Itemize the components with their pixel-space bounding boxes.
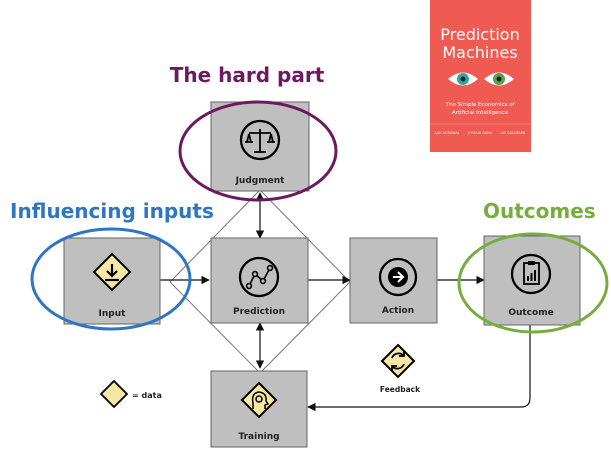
hard-part-heading: The hard part [170,63,325,87]
download-icon [105,264,119,282]
training-label: Training [238,432,279,442]
action-label: Action [382,306,414,316]
judgment-label: Judgment [235,176,286,186]
data-diamond-swatch [99,379,129,409]
outcome-label: Outcome [508,308,553,318]
right-eye-icon [484,72,514,86]
feedback-symbol: Feedback [380,343,421,394]
legend: = data [99,379,162,409]
input-highlight-ellipse [30,227,192,331]
book-title-line1: Prediction [440,25,519,44]
input-label: Input [99,309,127,319]
clipboard-chart-icon [523,261,540,285]
outcome-node: Outcome [483,235,581,326]
book-author-1: AJAY AGRAWAL [434,131,459,135]
arrow-right-icon [388,267,408,287]
book-background [430,0,531,152]
book-subtitle-line1: The Simple Economics of [444,102,515,108]
left-eye-icon [448,72,478,86]
refresh-icon [391,351,405,371]
outcomes-heading: Outcomes [483,199,596,223]
feedback-label: Feedback [380,385,421,394]
feedback-arrow [307,325,531,412]
book-author-3: AVI GOLDFARB [501,131,527,135]
legend-label: = data [132,391,162,400]
trend-line-icon [245,264,274,290]
prediction-label: Prediction [233,307,285,317]
book-subtitle-line2: Artificial Intelligence [452,110,509,116]
prediction-node: Prediction [210,237,309,324]
judgment-highlight-ellipse [178,100,338,202]
influencing-inputs-heading: Influencing inputs [10,199,214,223]
outcome-highlight-ellipse [457,232,609,334]
action-node: Action [349,237,438,324]
input-node: Input [63,237,161,325]
judgment-node: Judgment [210,101,310,192]
scale-icon [245,129,275,153]
brain-head-icon [251,391,270,409]
book-cover: Prediction Machines The Simple Economics… [430,0,531,152]
book-title-line2: Machines [442,43,517,62]
training-node: Training [210,370,308,448]
book-author-2: JOSHUA GANS [467,131,492,135]
